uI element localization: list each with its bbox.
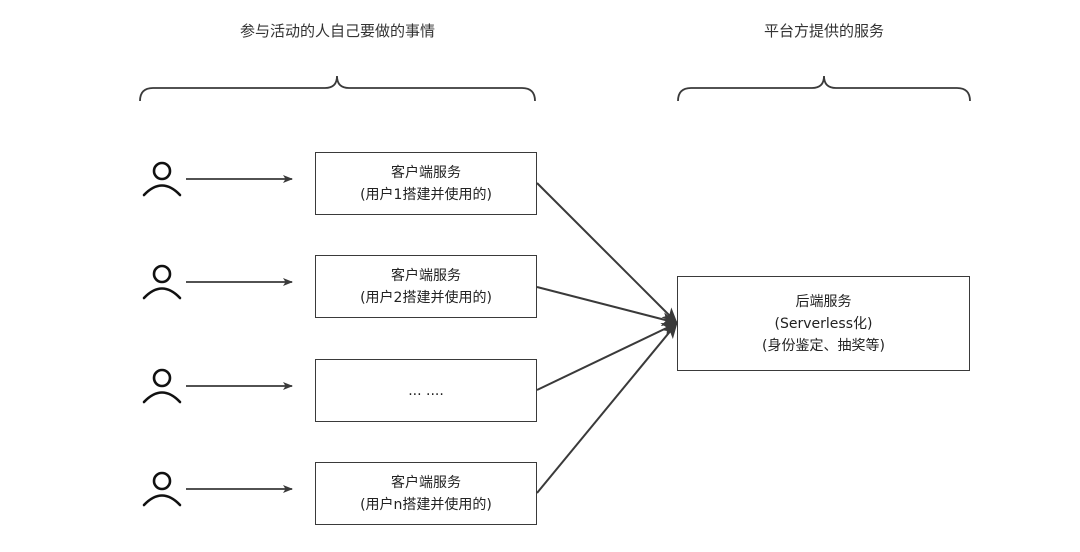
client-service-box-user-2: 客户端服务 (用户2搭建并使用的) <box>315 255 537 318</box>
participant-side-heading: 参与活动的人自己要做的事情 <box>239 22 435 40</box>
connector-client-4-to-backend <box>536 322 678 494</box>
user-icon <box>142 368 182 404</box>
right-group-brace <box>677 75 971 102</box>
client-box-subtitle: (用户1搭建并使用的) <box>360 186 492 203</box>
backend-service-box: 后端服务 (Serverless化) (身份鉴定、抽奖等) <box>677 276 970 371</box>
client-service-box-ellipsis: ... .... <box>315 359 537 422</box>
client-box-title: 客户端服务 <box>391 164 461 181</box>
user-icon <box>142 471 182 507</box>
client-box-subtitle: (用户2搭建并使用的) <box>360 289 492 306</box>
user-icon <box>142 161 182 197</box>
client-service-box-user-1: 客户端服务 (用户1搭建并使用的) <box>315 152 537 215</box>
client-box-title: 客户端服务 <box>391 267 461 284</box>
client-box-subtitle: (用户n搭建并使用的) <box>360 496 492 513</box>
user-icon <box>142 264 182 300</box>
client-box-title: ... .... <box>408 382 444 399</box>
left-group-brace <box>139 75 536 102</box>
connector-client-3-to-backend <box>536 322 678 391</box>
backend-box-functions-label: (身份鉴定、抽奖等) <box>762 337 885 354</box>
backend-box-title: 后端服务 <box>795 293 852 310</box>
backend-box-serverless-label: (Serverless化) <box>774 315 873 332</box>
client-box-title: 客户端服务 <box>391 474 461 491</box>
client-service-box-user-n: 客户端服务 (用户n搭建并使用的) <box>315 462 537 525</box>
platform-side-heading: 平台方提供的服务 <box>763 22 884 40</box>
connector-client-2-to-backend <box>536 286 678 327</box>
connector-client-1-to-backend <box>536 182 678 324</box>
